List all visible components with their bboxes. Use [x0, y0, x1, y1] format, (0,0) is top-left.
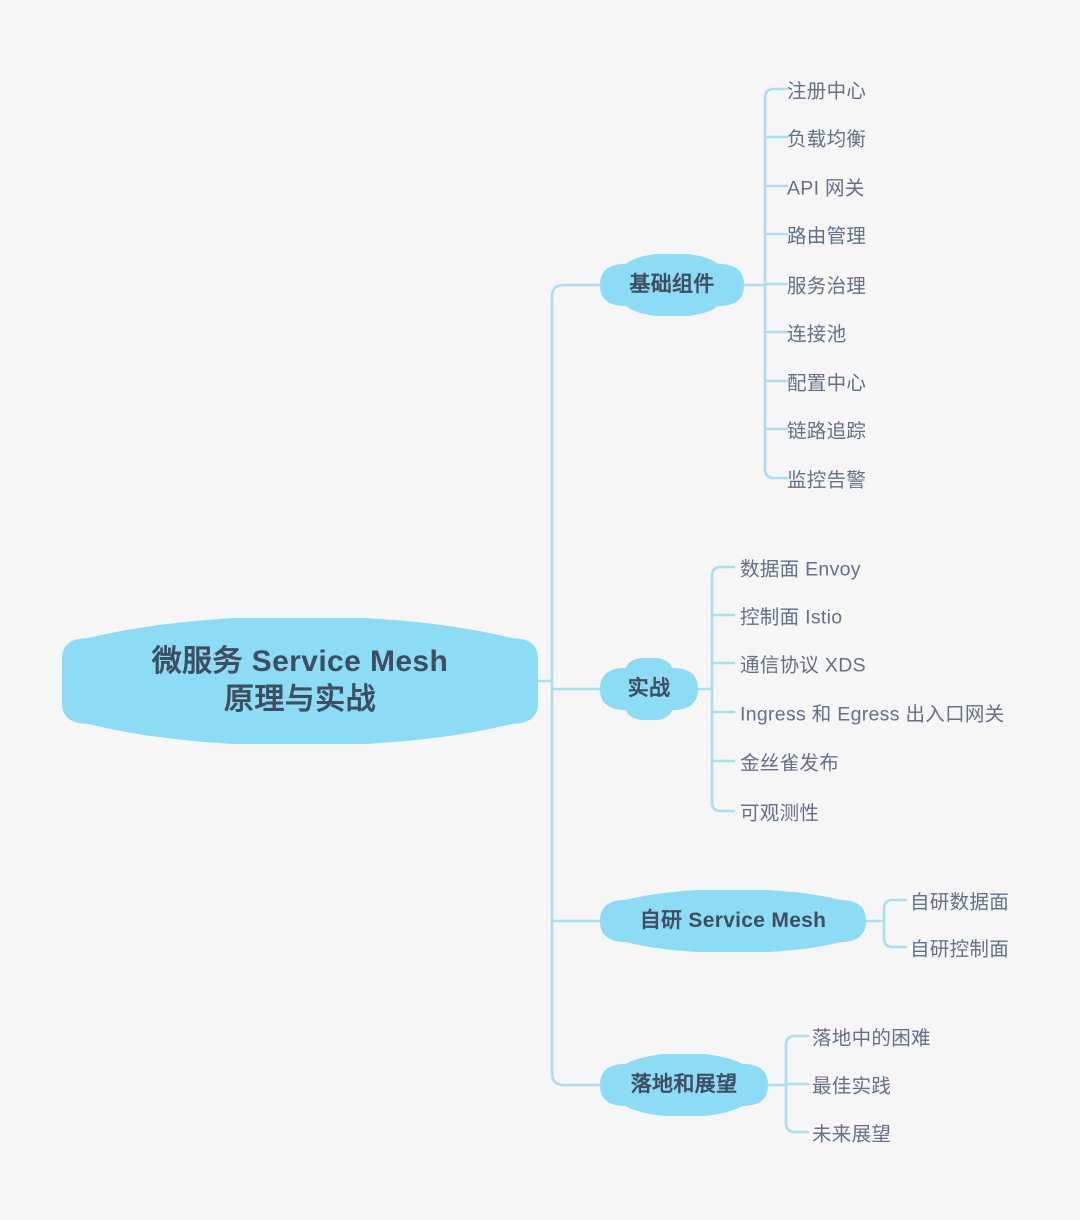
connector-line — [784, 1121, 810, 1134]
leaf-node[interactable]: 监控告警 — [787, 469, 867, 492]
leaf-node[interactable]: 自研数据面 — [910, 891, 1010, 914]
connector-line — [882, 936, 908, 949]
leaf-node[interactable]: 链路追踪 — [787, 420, 867, 443]
leaf-node[interactable]: 配置中心 — [787, 372, 867, 395]
root-node-label: 微服务 Service Mesh 原理与实战 — [151, 644, 449, 716]
leaf-node[interactable]: 连接池 — [787, 323, 847, 346]
leaf-node[interactable]: 最佳实践 — [812, 1075, 892, 1098]
branch-node-landing-and-outlook[interactable]: 落地和展望 — [600, 1054, 768, 1116]
leaf-node[interactable]: 未来展望 — [812, 1123, 892, 1146]
leaf-node[interactable]: 通信协议 XDS — [740, 654, 866, 677]
leaf-node[interactable]: 落地中的困难 — [812, 1027, 931, 1050]
leaf-node[interactable]: 服务治理 — [787, 275, 867, 298]
connector-line — [763, 87, 789, 100]
leaf-node[interactable]: Ingress 和 Egress 出入口网关 — [740, 703, 1005, 726]
leaf-node[interactable]: 可观测性 — [740, 802, 820, 825]
connector-line — [763, 467, 789, 480]
leaf-node[interactable]: 注册中心 — [787, 80, 867, 103]
root-node[interactable]: 微服务 Service Mesh 原理与实战 — [62, 618, 538, 744]
connector-line — [550, 283, 606, 299]
branch-node-basic-components[interactable]: 基础组件 — [600, 254, 744, 316]
branch-node-label: 基础组件 — [629, 272, 715, 296]
branch-node-practice[interactable]: 实战 — [600, 658, 698, 720]
connector-line — [710, 565, 736, 578]
leaf-node[interactable]: 路由管理 — [787, 225, 867, 248]
connector-line — [550, 1071, 606, 1087]
leaf-node[interactable]: API 网关 — [787, 177, 865, 200]
branch-node-label: 实战 — [627, 676, 671, 700]
leaf-node[interactable]: 自研控制面 — [910, 938, 1010, 961]
branch-node-self-developed-service-mesh[interactable]: 自研 Service Mesh — [600, 890, 866, 952]
connector-line — [710, 800, 736, 813]
connector-line — [784, 1034, 810, 1047]
leaf-node[interactable]: 金丝雀发布 — [740, 752, 840, 775]
branch-node-label: 自研 Service Mesh — [639, 908, 827, 932]
branch-node-label: 落地和展望 — [630, 1072, 738, 1096]
connector-line — [882, 898, 908, 911]
leaf-node[interactable]: 控制面 Istio — [740, 606, 843, 629]
leaf-node[interactable]: 数据面 Envoy — [740, 558, 861, 581]
leaf-node[interactable]: 负载均衡 — [787, 128, 867, 151]
